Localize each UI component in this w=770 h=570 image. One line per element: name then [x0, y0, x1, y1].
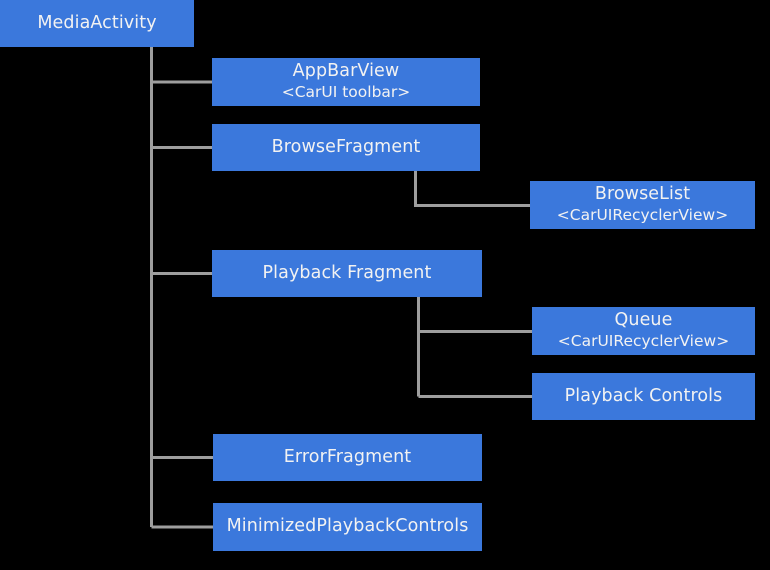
- node-browse-list-subtitle: <CarUIRecyclerView>: [556, 205, 729, 224]
- node-browse-list[interactable]: BrowseList <CarUIRecyclerView>: [530, 181, 755, 229]
- node-app-bar-view[interactable]: AppBarView <CarUI toolbar>: [212, 58, 480, 106]
- node-browse-list-title: BrowseList: [594, 184, 691, 205]
- node-app-bar-view-title: AppBarView: [292, 61, 400, 82]
- node-queue-subtitle: <CarUIRecyclerView>: [557, 331, 730, 350]
- node-browse-fragment-title: BrowseFragment: [271, 136, 421, 157]
- node-queue[interactable]: Queue <CarUIRecyclerView>: [532, 307, 755, 355]
- node-playback-controls-title: Playback Controls: [564, 385, 723, 406]
- node-minimized-playback-controls[interactable]: MinimizedPlaybackControls: [213, 503, 482, 551]
- node-browse-fragment[interactable]: BrowseFragment: [212, 124, 480, 171]
- node-playback-fragment[interactable]: Playback Fragment: [212, 250, 482, 297]
- node-queue-title: Queue: [614, 310, 673, 331]
- node-playback-fragment-title: Playback Fragment: [262, 262, 432, 283]
- node-error-fragment[interactable]: ErrorFragment: [213, 434, 482, 481]
- node-error-fragment-title: ErrorFragment: [283, 446, 412, 467]
- node-media-activity[interactable]: MediaActivity: [0, 0, 194, 47]
- connector-browsefragment-to-browselist: [414, 171, 530, 207]
- node-playback-controls[interactable]: Playback Controls: [532, 373, 755, 420]
- node-minimized-playback-controls-title: MinimizedPlaybackControls: [226, 516, 469, 537]
- node-app-bar-view-subtitle: <CarUI toolbar>: [281, 82, 411, 101]
- node-media-activity-title: MediaActivity: [37, 12, 157, 33]
